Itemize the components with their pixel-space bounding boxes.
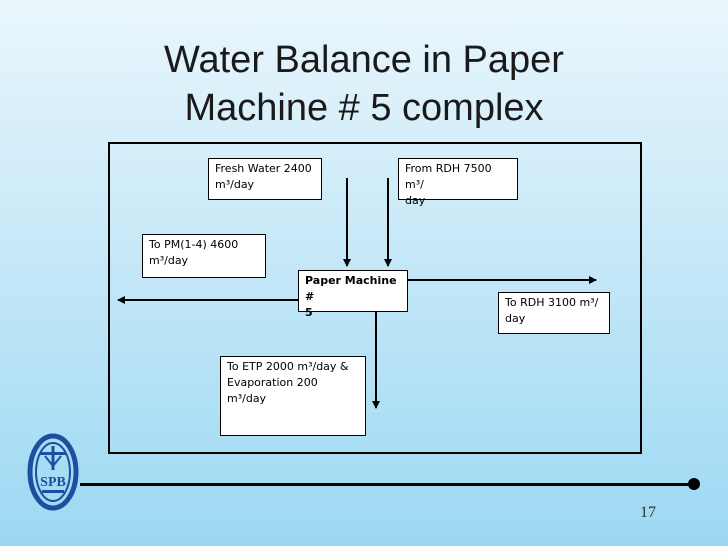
fresh-water-box: Fresh Water 2400 m³/day bbox=[208, 158, 322, 200]
footer-dot bbox=[688, 478, 700, 490]
to-etp-box: To ETP 2000 m³/day & Evaporation 200 m³/… bbox=[220, 356, 366, 436]
title-line-1: Water Balance in Paper bbox=[164, 39, 564, 81]
logo-text: SPB bbox=[40, 475, 66, 490]
slide-title: Water Balance in Paper Machine # 5 compl… bbox=[0, 36, 728, 132]
title-line-2: Machine # 5 complex bbox=[184, 87, 544, 129]
footer-rule bbox=[80, 483, 692, 486]
paper-machine-box: Paper Machine # 5 bbox=[298, 270, 408, 319]
to-pm-box: To PM(1-4) 4600 m³/day bbox=[142, 234, 266, 278]
to-rdh-box: To RDH 3100 m³/ day bbox=[498, 292, 610, 334]
from-rdh-box: From RDH 7500 m³/ day bbox=[398, 158, 518, 207]
page-number: 17 bbox=[640, 504, 656, 521]
diagram-frame bbox=[108, 142, 642, 454]
company-logo: SPB bbox=[27, 433, 79, 511]
